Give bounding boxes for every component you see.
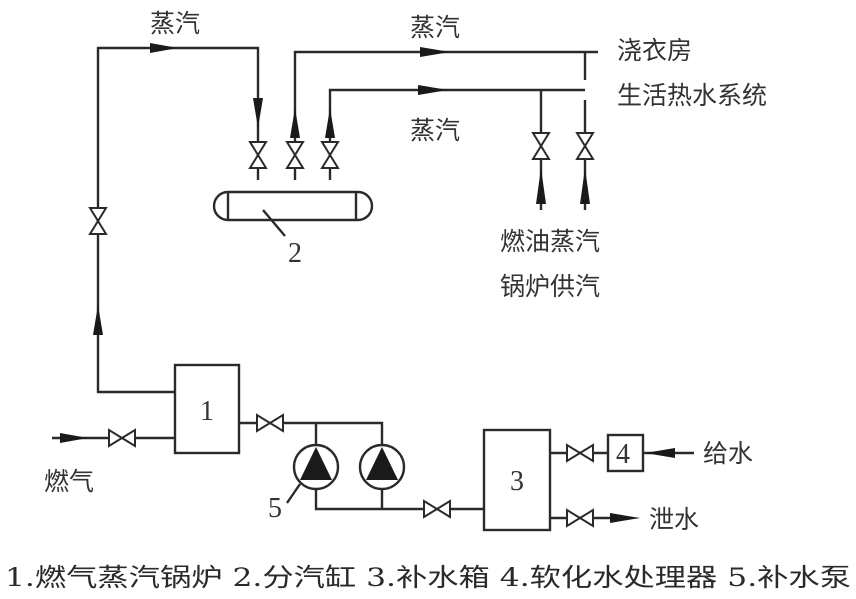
makeup-tank-3: 3 bbox=[482, 428, 552, 532]
flow-arrow-up-icon bbox=[580, 168, 590, 204]
flow-arrow-left-icon bbox=[645, 448, 675, 458]
valve-icon bbox=[566, 509, 594, 527]
flow-arrow-right-icon bbox=[420, 47, 450, 57]
label-drain-water: 泄水 bbox=[649, 505, 699, 534]
label-steam-top-right: 蒸汽 bbox=[410, 13, 460, 42]
valve-icon bbox=[256, 414, 284, 432]
valve-icon bbox=[321, 141, 339, 169]
flow-arrow-up-icon bbox=[536, 168, 546, 204]
leader-line bbox=[286, 483, 301, 504]
valve-icon bbox=[286, 141, 304, 169]
flow-arrow-up-icon bbox=[325, 108, 335, 138]
label-feed-water: 给水 bbox=[703, 439, 753, 468]
component-number-3: 3 bbox=[510, 466, 524, 497]
valve-icon bbox=[423, 500, 451, 518]
valve-icon bbox=[249, 141, 267, 169]
label-oil-boiler-line2: 锅炉供汽 bbox=[500, 272, 600, 301]
valve-icon bbox=[532, 132, 550, 160]
label-hot-water-system: 生活热水系统 bbox=[617, 81, 767, 110]
oil-boiler-supply-lines bbox=[532, 90, 594, 210]
label-laundry: 浇衣房 bbox=[617, 36, 692, 65]
boiler-steam-line bbox=[89, 43, 267, 394]
gas-steam-boiler-1: 1 bbox=[173, 363, 241, 455]
drain-line bbox=[550, 509, 640, 527]
flow-arrow-right-icon bbox=[418, 85, 448, 95]
component-number-5: 5 bbox=[268, 493, 282, 524]
label-gas: 燃气 bbox=[44, 467, 94, 496]
valve-icon bbox=[89, 207, 107, 235]
figure-caption: 1.燃气蒸汽锅炉 2.分汽缸 3.补水箱 4.软化水处理器 5.补水泵 bbox=[5, 563, 851, 592]
header-outlet-lines bbox=[286, 47, 598, 180]
label-oil-boiler-line1: 燃油蒸汽 bbox=[500, 227, 600, 256]
valve-icon bbox=[576, 132, 594, 160]
gas-inlet-line bbox=[52, 429, 175, 447]
leader-line bbox=[262, 209, 286, 237]
flow-arrow-up-icon bbox=[290, 108, 300, 138]
flow-arrow-right-icon bbox=[60, 433, 88, 443]
label-steam-mid: 蒸汽 bbox=[410, 116, 460, 145]
valve-icon bbox=[108, 429, 136, 447]
flow-arrow-right-icon bbox=[610, 513, 640, 523]
makeup-pumps-5: 5 bbox=[239, 414, 483, 524]
label-steam-top-left: 蒸汽 bbox=[150, 9, 200, 38]
water-softener-4: 4 bbox=[550, 433, 694, 473]
component-number-4: 4 bbox=[616, 439, 630, 470]
component-number-2: 2 bbox=[288, 238, 302, 269]
component-number-1: 1 bbox=[200, 396, 214, 427]
flow-arrow-down-icon bbox=[253, 98, 263, 128]
flow-arrow-up-icon bbox=[93, 305, 103, 335]
steam-header-2: 2 bbox=[212, 190, 374, 269]
flow-arrow-right-icon bbox=[150, 43, 178, 53]
valve-icon bbox=[566, 444, 594, 462]
